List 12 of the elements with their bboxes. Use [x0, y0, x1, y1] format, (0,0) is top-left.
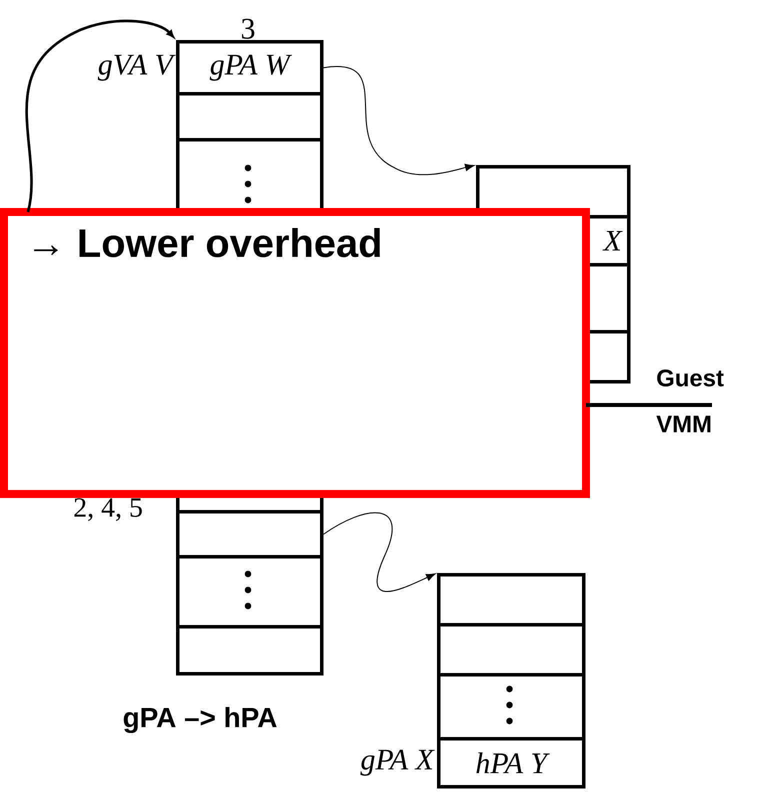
- row-label: gPA X: [360, 750, 435, 776]
- row-label: gVA V: [98, 54, 176, 81]
- table-caption: gPA –> hPA: [124, 706, 277, 734]
- table-cell: hPA Y: [437, 737, 586, 788]
- walk-steps-label: 2, 4, 5: [74, 498, 142, 521]
- region-label: Guest: [657, 370, 724, 386]
- arrow: [323, 512, 436, 592]
- arrow: [25, 20, 174, 212]
- step-number: 3: [242, 18, 254, 39]
- arrow: [323, 66, 474, 176]
- region-label: VMM: [656, 416, 710, 432]
- table-cell: gPA W: [176, 40, 324, 96]
